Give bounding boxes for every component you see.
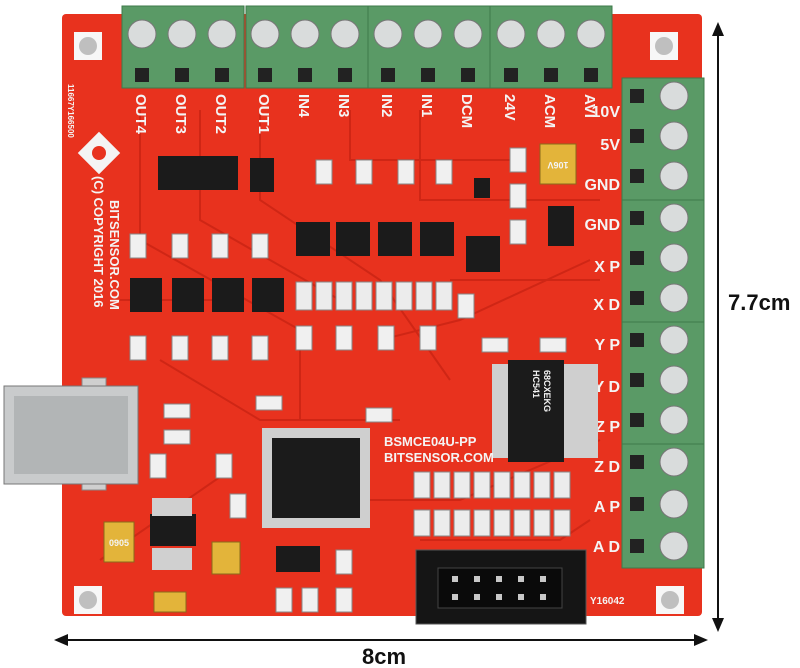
top-label-11: AVI	[581, 94, 598, 118]
serial-left: 11667Y166500	[66, 84, 75, 138]
right-label-1: 5V	[600, 137, 620, 154]
hc541-label: HC541	[531, 370, 541, 398]
top-label-0: OUT4	[132, 94, 149, 135]
right-label-3: GND	[584, 217, 620, 234]
top-label-5: IN3	[335, 94, 352, 117]
hc541-chip: HC541 68CXEKG	[492, 360, 598, 462]
right-label-11: A D	[593, 539, 620, 556]
right-label-7: Y D	[594, 379, 620, 396]
top-label-9: 24V	[501, 94, 518, 121]
top-label-4: IN4	[295, 94, 312, 118]
cap-top-label: 106V	[547, 160, 568, 170]
right-terminal-blocks	[621, 77, 705, 569]
dimension-width: 8cm	[362, 644, 406, 668]
mounting-holes	[74, 32, 684, 614]
right-label-4: X P	[594, 259, 620, 276]
top-label-3: OUT1	[255, 94, 272, 134]
right-label-5: X D	[593, 297, 620, 314]
silk-brand: BITSENSOR.COM	[107, 200, 122, 310]
voltage-regulator	[152, 498, 192, 516]
right-label-9: Z D	[594, 459, 620, 476]
top-label-8: DCM	[458, 94, 475, 128]
mcu-chip	[262, 428, 370, 528]
dimension-height-arrow	[712, 22, 724, 632]
tantalum-caps: 106V 0905	[103, 143, 577, 613]
hc541-code: 68CXEKG	[542, 370, 552, 412]
resistor-arrays	[295, 281, 571, 537]
soic-chip	[158, 156, 238, 190]
right-terminal-labels: 10V 5V GND GND X P X D Y P Y D Z P Z D A…	[584, 104, 620, 556]
right-label-2: GND	[584, 177, 620, 194]
top-label-10: ACM	[541, 94, 558, 128]
top-terminal-blocks	[121, 5, 613, 89]
top-label-7: IN1	[418, 94, 435, 117]
top-label-2: OUT2	[212, 94, 229, 134]
cap-left-label: 0905	[109, 538, 129, 548]
right-label-0: 10V	[592, 104, 621, 121]
top-label-6: IN2	[378, 94, 395, 117]
right-label-8: Z P	[595, 419, 620, 436]
board-model-label: BSMCE04U-PP	[384, 434, 477, 449]
usb-connector	[3, 377, 139, 491]
optocouplers	[130, 158, 574, 572]
idc-header	[415, 549, 587, 625]
dimension-height: 7.7cm	[728, 290, 790, 315]
top-label-1: OUT3	[172, 94, 189, 134]
bitsensor-logo	[77, 131, 121, 175]
right-label-6: Y P	[595, 337, 621, 354]
smd-components	[129, 147, 567, 613]
right-label-10: A P	[594, 499, 620, 516]
dimension-width-arrow	[54, 634, 708, 646]
top-terminal-labels: OUT4 OUT3 OUT2 OUT1 IN4 IN3 IN2 IN1 DCM …	[132, 94, 598, 135]
silk-copyright: (C) COPYRIGHT 2016	[91, 176, 106, 307]
regulator-tab	[152, 548, 192, 570]
board-site-label: BITSENSOR.COM	[384, 450, 494, 465]
serial-bottom: Y16042	[590, 596, 625, 607]
